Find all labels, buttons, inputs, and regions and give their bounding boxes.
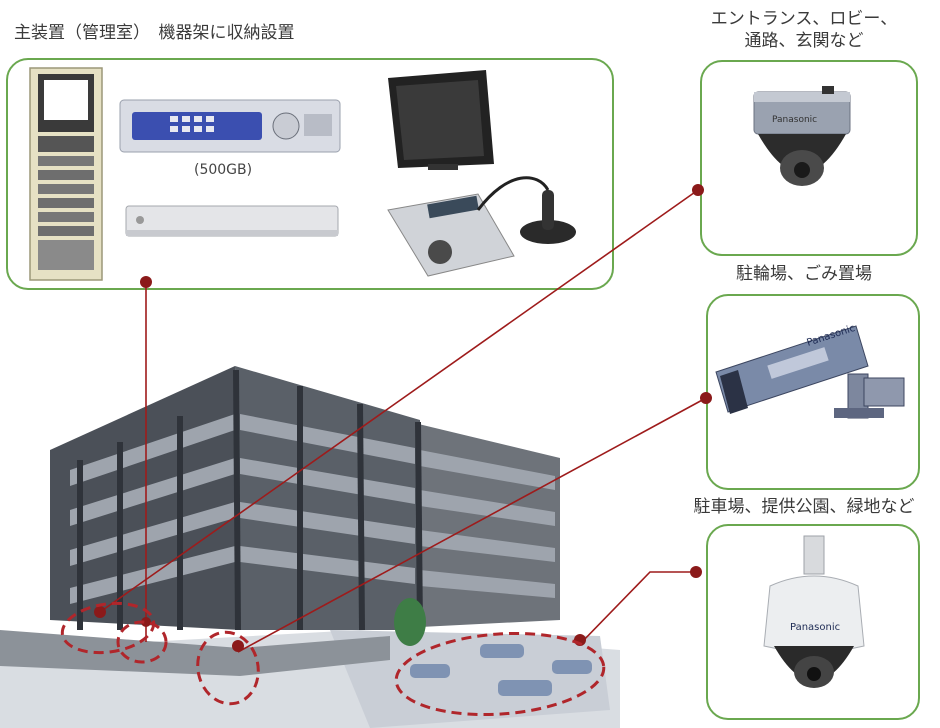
tree — [394, 598, 426, 646]
entrance-area-dot — [94, 606, 106, 618]
box-camera-with-housing-icon: Panasonic — [715, 323, 905, 419]
management-room-dot — [141, 617, 151, 627]
ptz-dome-camera-icon: Panasonic — [763, 535, 865, 688]
building-balconies — [70, 414, 555, 604]
monitor — [388, 70, 494, 170]
camera-2-connector — [237, 397, 707, 653]
management-highlight-ellipse — [116, 620, 168, 664]
camera-1-frame: Panasonic — [700, 60, 918, 256]
dome-camera-icon: Panasonic — [753, 86, 851, 186]
camera-3-location-label: 駐車場、提供公園、緑地など — [693, 497, 915, 517]
camera-3-connector — [579, 571, 696, 645]
apartment-building-illustration — [0, 366, 620, 728]
camera-3-frame: Panasonic — [706, 524, 920, 720]
equipment-rack — [29, 67, 103, 281]
encoder-unit — [125, 205, 339, 237]
camera-1-location-line-1: エントランス、ロビー、 — [710, 9, 898, 29]
building-columns — [77, 369, 423, 631]
camera-2-connector-dot — [700, 392, 712, 404]
main-equipment-illustration — [29, 67, 576, 281]
camera-2-location-label: 駐輪場、ごみ置場 — [736, 264, 872, 284]
system-controller — [387, 176, 576, 277]
camera-3-connector-dot — [690, 566, 702, 578]
recorder-capacity-label: (500GB) — [194, 162, 253, 178]
main-equipment-connector-dot — [140, 276, 152, 288]
camera-1-brand: Panasonic — [772, 115, 817, 125]
digital-recorder — [119, 99, 341, 153]
main-equipment-title: 主装置（管理室） 機器架に収納設置 — [14, 23, 295, 43]
camera-1-connector-dot — [692, 184, 704, 196]
camera-2-frame: Panasonic — [706, 294, 920, 490]
bicycle-area-dot — [232, 640, 244, 652]
camera-3-brand: Panasonic — [790, 622, 840, 633]
camera-1-location-line-2: 通路、玄関など — [744, 31, 864, 51]
main-equipment-frame — [6, 58, 614, 290]
camera-1-connector — [99, 189, 699, 613]
parking-highlight-ellipse — [394, 631, 606, 717]
parked-cars — [410, 644, 592, 696]
entrance-highlight-ellipse — [60, 601, 156, 655]
bicycle-highlight-ellipse — [196, 630, 260, 706]
